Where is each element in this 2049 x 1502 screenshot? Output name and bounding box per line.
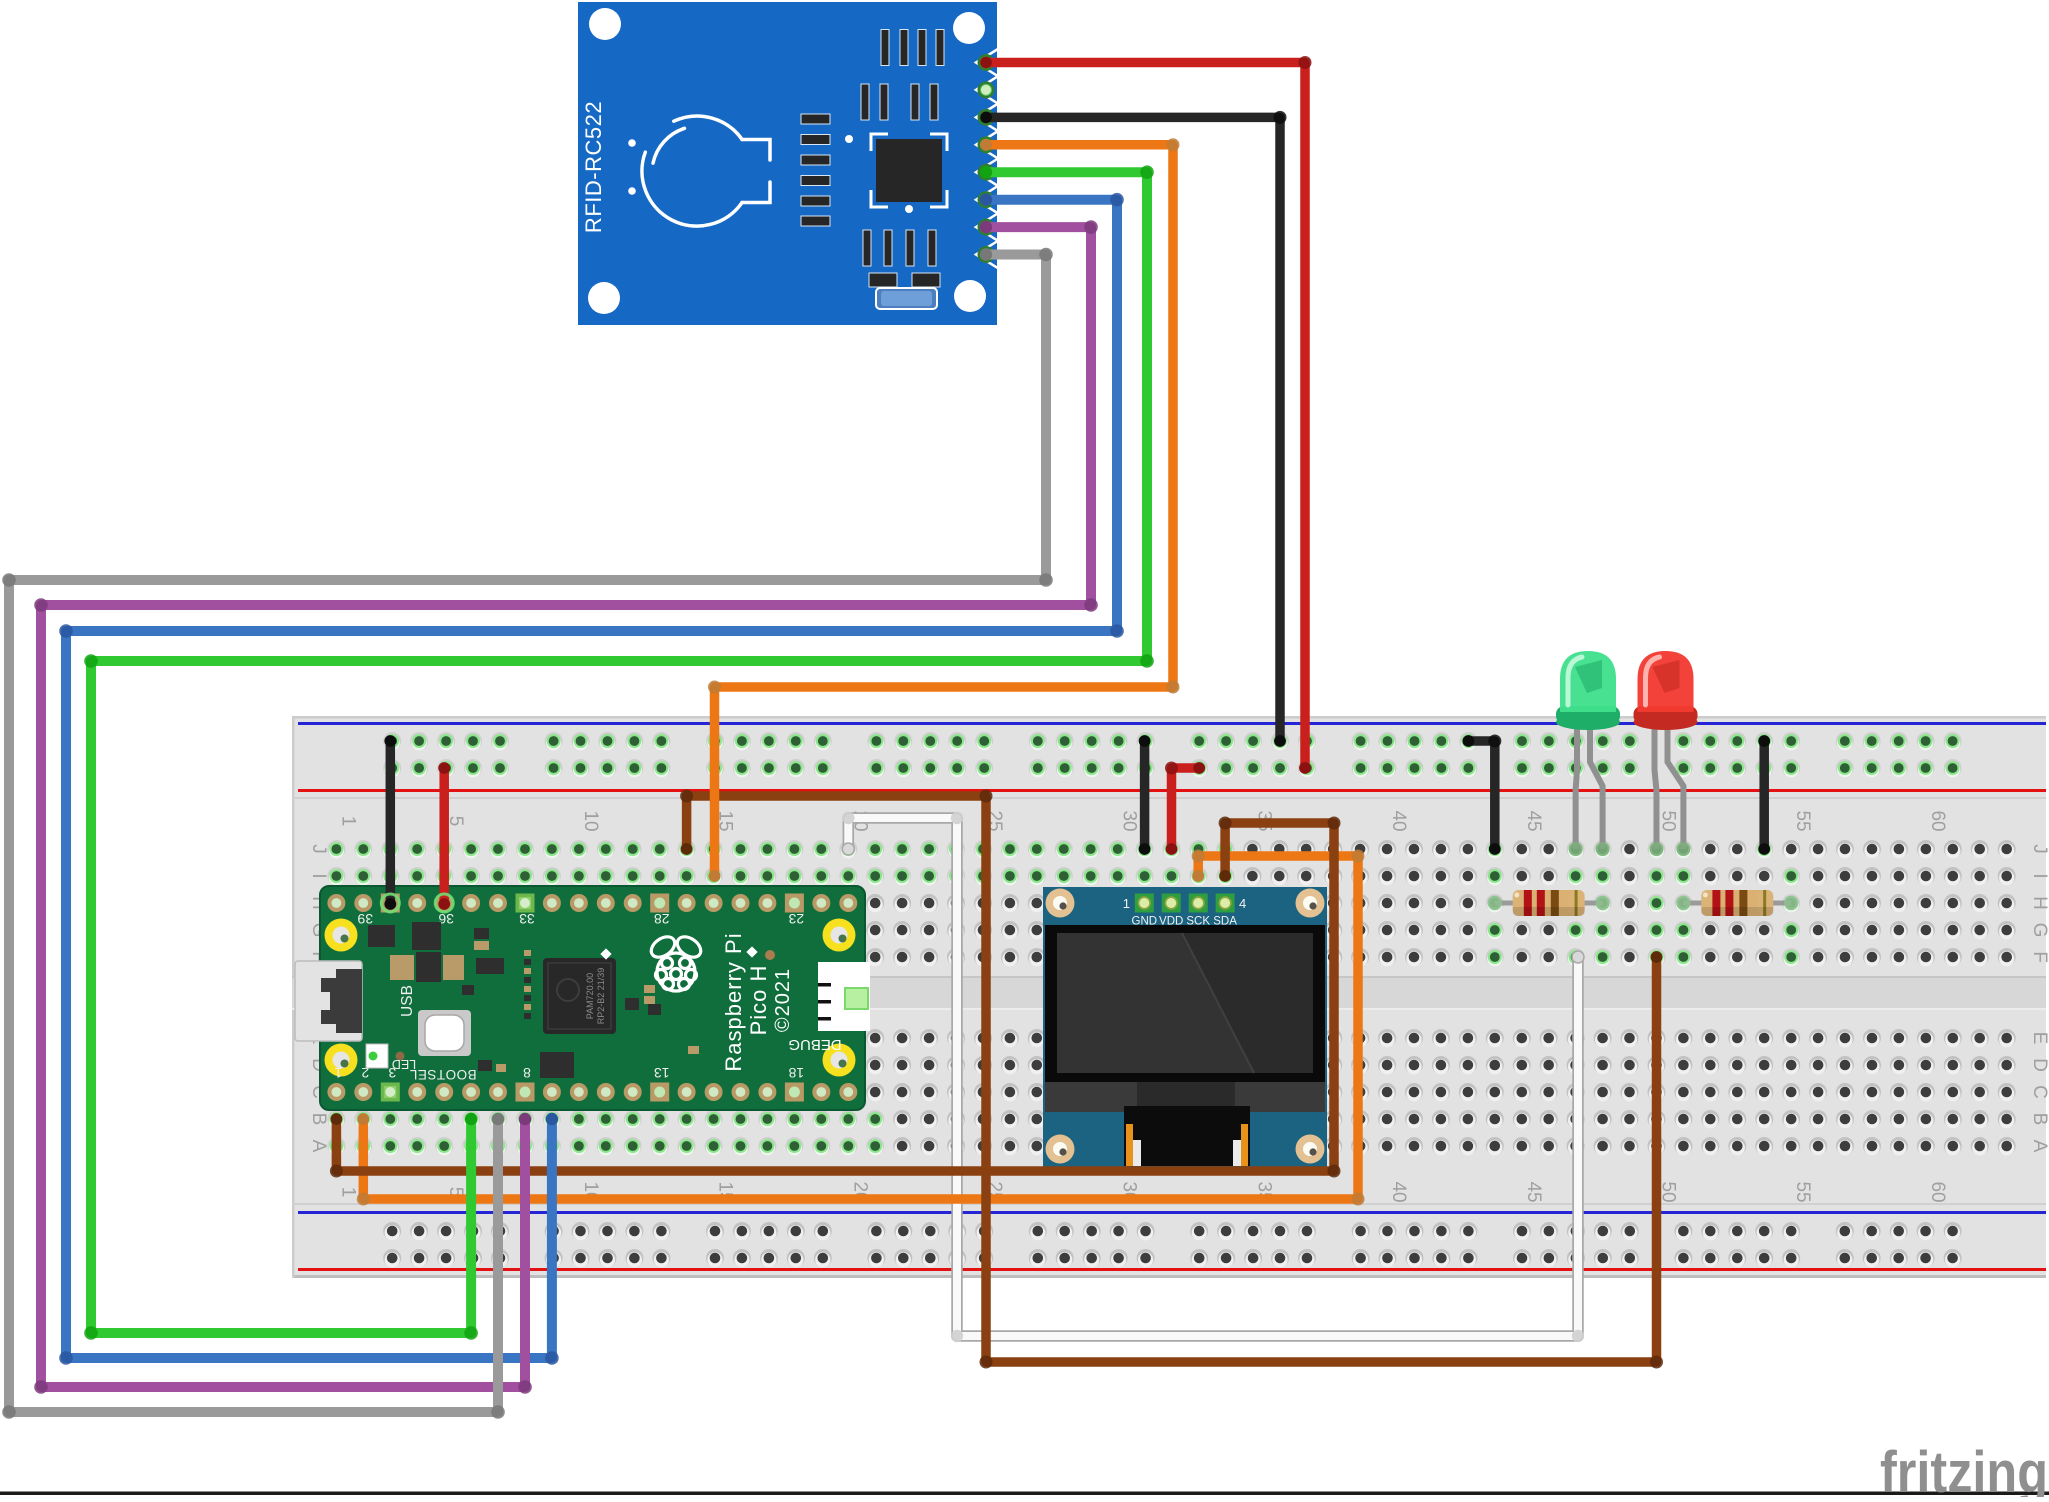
svg-text:A: A — [308, 1140, 329, 1153]
svg-text:DEBUG: DEBUG — [788, 1036, 841, 1053]
svg-text:H: H — [2029, 896, 2049, 910]
svg-text:fritzing: fritzing — [1880, 1440, 2048, 1497]
svg-text:50: 50 — [1658, 1181, 1679, 1202]
svg-text:23: 23 — [788, 911, 804, 927]
svg-text:1: 1 — [337, 816, 358, 827]
svg-text:8: 8 — [523, 1065, 531, 1081]
svg-text:10: 10 — [580, 810, 601, 831]
svg-text:GND: GND — [1132, 916, 1158, 928]
svg-text:45: 45 — [1523, 810, 1544, 831]
svg-text:39: 39 — [357, 911, 373, 927]
svg-text:60: 60 — [1927, 1181, 1948, 1202]
svg-text:55: 55 — [1792, 810, 1813, 831]
svg-text:2: 2 — [361, 1065, 369, 1081]
svg-text:J: J — [308, 844, 329, 854]
svg-text:I: I — [2029, 873, 2049, 878]
svg-text:SCK: SCK — [1186, 916, 1210, 928]
svg-text:55: 55 — [1792, 1181, 1813, 1202]
svg-text:VDD: VDD — [1159, 916, 1183, 928]
svg-text:F: F — [308, 951, 329, 963]
svg-text:RP2-B2 21/39: RP2-B2 21/39 — [596, 968, 606, 1025]
svg-text:5: 5 — [445, 816, 466, 827]
svg-text:1: 1 — [337, 1187, 358, 1198]
svg-text:1: 1 — [334, 1065, 342, 1081]
svg-text:I: I — [308, 873, 329, 878]
svg-text:LED: LED — [392, 1057, 416, 1071]
svg-text:36: 36 — [438, 911, 454, 927]
svg-text:3: 3 — [388, 1065, 396, 1081]
svg-text:E: E — [2029, 1032, 2049, 1045]
svg-text:40: 40 — [1388, 1181, 1409, 1202]
svg-text:60: 60 — [1927, 810, 1948, 831]
svg-text:J: J — [2029, 844, 2049, 854]
svg-text:B: B — [308, 1113, 329, 1126]
svg-text:D: D — [2029, 1058, 2049, 1072]
svg-text:45: 45 — [1523, 1181, 1544, 1202]
svg-text:G: G — [2029, 923, 2049, 938]
svg-text:USB: USB — [399, 985, 416, 1017]
svg-text:13: 13 — [654, 1065, 670, 1081]
svg-text:A: A — [2029, 1140, 2049, 1153]
svg-text:PAM720.00: PAM720.00 — [585, 973, 595, 1019]
svg-text:Raspberry Pi: Raspberry Pi — [721, 932, 746, 1071]
svg-text:30: 30 — [1119, 810, 1140, 831]
svg-text:18: 18 — [788, 1065, 804, 1081]
svg-text:15: 15 — [715, 810, 736, 831]
svg-text:F: F — [2029, 951, 2049, 963]
svg-text:50: 50 — [1658, 810, 1679, 831]
svg-text:RFID-RC522: RFID-RC522 — [581, 101, 606, 233]
svg-text:C: C — [2029, 1085, 2049, 1099]
svg-text:28: 28 — [654, 911, 670, 927]
svg-text:BOOTSEL: BOOTSEL — [409, 1067, 476, 1082]
svg-text:©2021: ©2021 — [772, 968, 794, 1032]
svg-text:33: 33 — [519, 911, 535, 927]
svg-text:40: 40 — [1388, 810, 1409, 831]
svg-text:1: 1 — [1123, 896, 1130, 911]
svg-text:4: 4 — [1239, 896, 1246, 911]
svg-text:SDA: SDA — [1213, 916, 1237, 928]
svg-text:5: 5 — [445, 1187, 466, 1198]
svg-text:B: B — [2029, 1113, 2049, 1126]
svg-text:Pico H: Pico H — [746, 965, 771, 1036]
